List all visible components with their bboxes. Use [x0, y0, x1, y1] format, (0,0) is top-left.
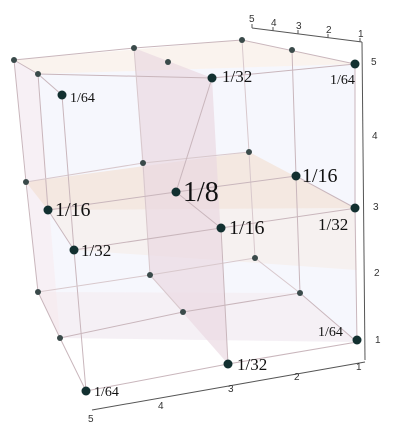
label-back-top-right: 1/64 [330, 73, 355, 88]
bottom-axis-tick: 1 [356, 362, 362, 373]
label-mid-right: 1/16 [302, 165, 338, 187]
grid-point [35, 71, 41, 77]
bottom-axis-tick: 2 [294, 372, 300, 383]
grid-point [57, 335, 63, 341]
grid-point [252, 255, 258, 261]
right-axis-tick: 3 [373, 202, 379, 213]
label-bottom-left: 1/64 [94, 385, 119, 400]
grid-point [239, 37, 245, 43]
grid-point [140, 160, 146, 166]
label-bottom-right: 1/64 [318, 325, 343, 340]
top-axis-tick: 4 [271, 18, 277, 29]
point-bottom-right [352, 335, 362, 345]
point-back-top-right [350, 59, 360, 69]
grid-point [246, 149, 252, 155]
label-bottom-center: 1/32 [237, 355, 267, 374]
label-center: 1/8 [183, 177, 219, 208]
point-bottom-center [223, 359, 233, 369]
right-axis-tick: 1 [375, 335, 381, 346]
label-mid-left: 1/16 [55, 199, 91, 221]
axes: 5 4 3 2 1 5 4 3 2 1 3 2 1 5 4 [88, 14, 381, 425]
bottom-axis-ticks: 3 2 1 5 4 [88, 362, 362, 425]
label-mid-front: 1/16 [229, 217, 265, 239]
label-back-top-center: 1/32 [222, 67, 252, 86]
point-mid-left [43, 205, 53, 215]
top-axis-tick: 1 [358, 29, 364, 40]
grid-point [180, 309, 186, 315]
top-axis-tick: 2 [326, 25, 332, 36]
right-axis-ticks: 5 4 3 2 1 [371, 57, 381, 346]
right-axis-tick: 2 [374, 268, 380, 279]
top-face [14, 40, 355, 74]
grid-point [23, 179, 29, 185]
top-axis-tick: 5 [249, 14, 255, 25]
bottom-axis-tick: 5 [88, 414, 94, 425]
point-bottom-left [81, 386, 91, 396]
point-back-top-center [207, 73, 217, 83]
point-mid-front [216, 223, 226, 233]
label-mid-left-front: 1/32 [81, 241, 111, 260]
bottom-axis-tick: 3 [228, 384, 234, 395]
point-center [171, 187, 181, 197]
grid-point [147, 272, 153, 278]
grid-points [11, 37, 303, 341]
top-axis-ticks: 5 4 3 2 1 [249, 14, 364, 42]
labeled-points: 1/64 1/32 1/64 1/8 1/16 1/16 1/16 1/32 1… [43, 59, 362, 400]
bottom-axis-tick: 4 [158, 401, 164, 412]
grid-point [11, 57, 17, 63]
right-axis-tick: 4 [372, 131, 378, 142]
grid-point [165, 59, 171, 65]
left-face [14, 60, 60, 338]
point-mid-left-front [69, 245, 79, 255]
grid-point [297, 290, 303, 296]
grid-point [35, 289, 41, 295]
vertical-plane [134, 48, 228, 364]
right-axis-tick: 5 [371, 57, 377, 68]
label-back-top-left: 1/64 [70, 91, 95, 106]
label-mid-right-front: 1/32 [318, 215, 348, 234]
top-axis-tick: 3 [296, 21, 302, 32]
point-mid-right [291, 171, 301, 181]
grid-point [289, 47, 295, 53]
point-back-top-left [57, 90, 67, 100]
point-mid-right-front [350, 203, 360, 213]
grid-point [131, 45, 137, 51]
